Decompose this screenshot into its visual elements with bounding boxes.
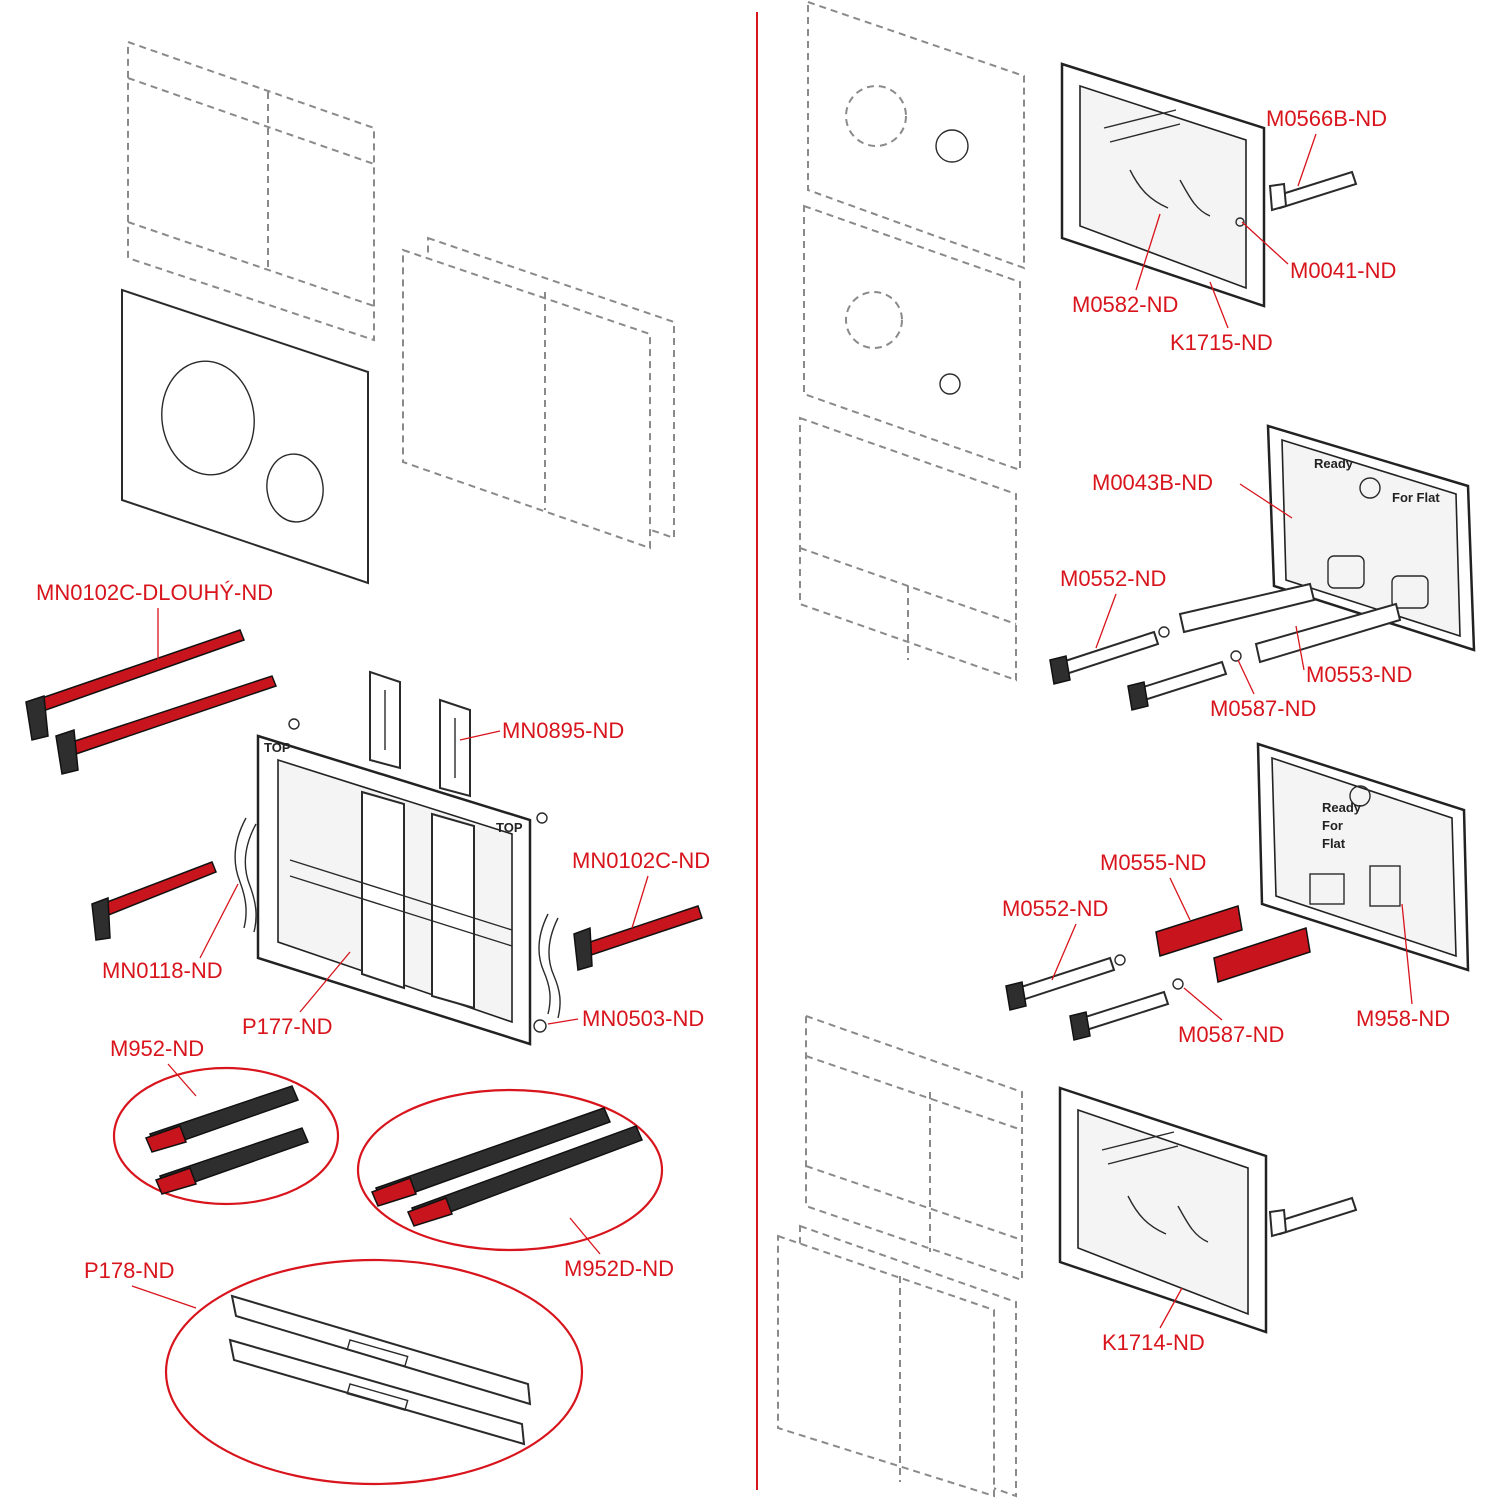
- leader-m0587-a: [1237, 659, 1255, 695]
- leader-mn0118: [199, 883, 239, 959]
- button-holders: [369, 670, 471, 798]
- label-m0587-b: M0587-ND: [1178, 1022, 1284, 1047]
- extension-rod-k1714: [1268, 1196, 1358, 1238]
- label-mn0102c: MN0102C-ND: [572, 848, 710, 873]
- leader-m0587-b: [1183, 987, 1223, 1021]
- frame-tag-right: TOP: [496, 820, 523, 835]
- leader-m0552-a: [1095, 593, 1117, 649]
- label-mn0118: MN0118-ND: [102, 958, 223, 983]
- leader-p177: [299, 951, 351, 1013]
- p178-group-ellipse: [164, 1258, 584, 1486]
- label-m958: M958-ND: [1356, 1006, 1450, 1031]
- label-m952d: M952D-ND: [564, 1256, 674, 1281]
- leader-m0043b: [1239, 483, 1293, 519]
- label-mn0895: MN0895-ND: [502, 718, 624, 743]
- red-adjusters-m0555: [1155, 905, 1311, 983]
- label-p177: P177-ND: [242, 1014, 332, 1039]
- dashed-flush-plate-single-button: [803, 204, 1021, 472]
- label-m0582: M0582-ND: [1072, 292, 1178, 317]
- label-mn0503: MN0503-ND: [582, 1006, 704, 1031]
- dashed-flush-plate-lower-1: [805, 1014, 1023, 1282]
- spring-clip-left: [234, 817, 257, 933]
- installation-frame-k1714: [1058, 1086, 1268, 1334]
- label-k1715: K1715-ND: [1170, 330, 1273, 355]
- installation-templates: [228, 1294, 532, 1446]
- extension-rods-short: [144, 1085, 310, 1195]
- dashed-flush-plate-circles: [807, 0, 1025, 270]
- label-m0587-a: M0587-ND: [1210, 696, 1316, 721]
- leader-m0552-b: [1051, 923, 1077, 981]
- leader-p178: [131, 1285, 197, 1309]
- mounting-frame: TOP TOP: [256, 718, 548, 1046]
- leader-m0553: [1295, 625, 1305, 671]
- plate-m0043b-text-1: Ready: [1314, 456, 1354, 471]
- leader-mn0503: [547, 1018, 579, 1025]
- plate-m958-text-2: For: [1322, 818, 1343, 833]
- leader-mn0102c: [631, 875, 649, 929]
- dashed-flush-plate-bottom: [799, 416, 1017, 682]
- label-m0566b: M0566B-ND: [1266, 106, 1387, 131]
- label-m0552-a: M0552-ND: [1060, 566, 1166, 591]
- leader-m0582: [1135, 213, 1161, 291]
- mounting-plate-m958: Ready For Flat: [1256, 742, 1470, 972]
- short-actuating-rod-right: [573, 905, 703, 971]
- dashed-flush-plate-double: [402, 236, 675, 550]
- short-actuating-rod-left: [91, 861, 217, 941]
- label-m0041: M0041-ND: [1290, 258, 1396, 283]
- label-m0552-b: M0552-ND: [1002, 896, 1108, 921]
- bolts-m0552-upper: [1049, 626, 1242, 711]
- plate-m958-text-1: Ready: [1322, 800, 1362, 815]
- label-mn0102c-dlouhy: MN0102C-DLOUHÝ-ND: [36, 580, 273, 605]
- leader-m952d: [569, 1217, 601, 1255]
- leader-k1715: [1209, 281, 1229, 329]
- washer: [533, 1019, 547, 1033]
- leader-k1714: [1159, 1287, 1183, 1329]
- leader-mn0895: [459, 730, 501, 741]
- plate-m0043b-text-2: For Flat: [1392, 490, 1440, 505]
- adjuster-bars-m0553: [1178, 582, 1402, 664]
- spring-clip-right: [538, 913, 561, 1019]
- m952-group-ellipse: [112, 1066, 340, 1206]
- leader-m958: [1401, 903, 1413, 1005]
- label-k1714: K1714-ND: [1102, 1330, 1205, 1355]
- label-p178: P178-ND: [84, 1258, 174, 1283]
- plate-m958-text-3: Flat: [1322, 836, 1346, 851]
- dashed-flush-plate-lower-2: [777, 1224, 1017, 1498]
- bolts-m0552-lower: [1005, 954, 1184, 1041]
- label-m952: M952-ND: [110, 1036, 204, 1061]
- label-m0553: M0553-ND: [1306, 662, 1412, 687]
- m952d-group-ellipse: [356, 1088, 664, 1252]
- leader-m0555: [1169, 877, 1191, 921]
- label-m0043b: M0043B-ND: [1092, 470, 1213, 495]
- label-m0555: M0555-ND: [1100, 850, 1206, 875]
- leader-m0041: [1241, 221, 1289, 265]
- extension-rods-long: [370, 1107, 643, 1227]
- extension-rod-k1715: [1268, 170, 1358, 212]
- leader-m0566b: [1297, 133, 1317, 187]
- leader-m952: [167, 1063, 197, 1097]
- long-actuating-rods: [25, 629, 277, 775]
- installation-frame-k1715: [1060, 62, 1266, 308]
- mounting-plate-m0043b: Ready For Flat: [1266, 424, 1476, 652]
- dashed-flush-plate-top: [127, 40, 375, 342]
- flush-plate-round-buttons: [121, 288, 369, 585]
- frame-tag-left: TOP: [264, 740, 291, 755]
